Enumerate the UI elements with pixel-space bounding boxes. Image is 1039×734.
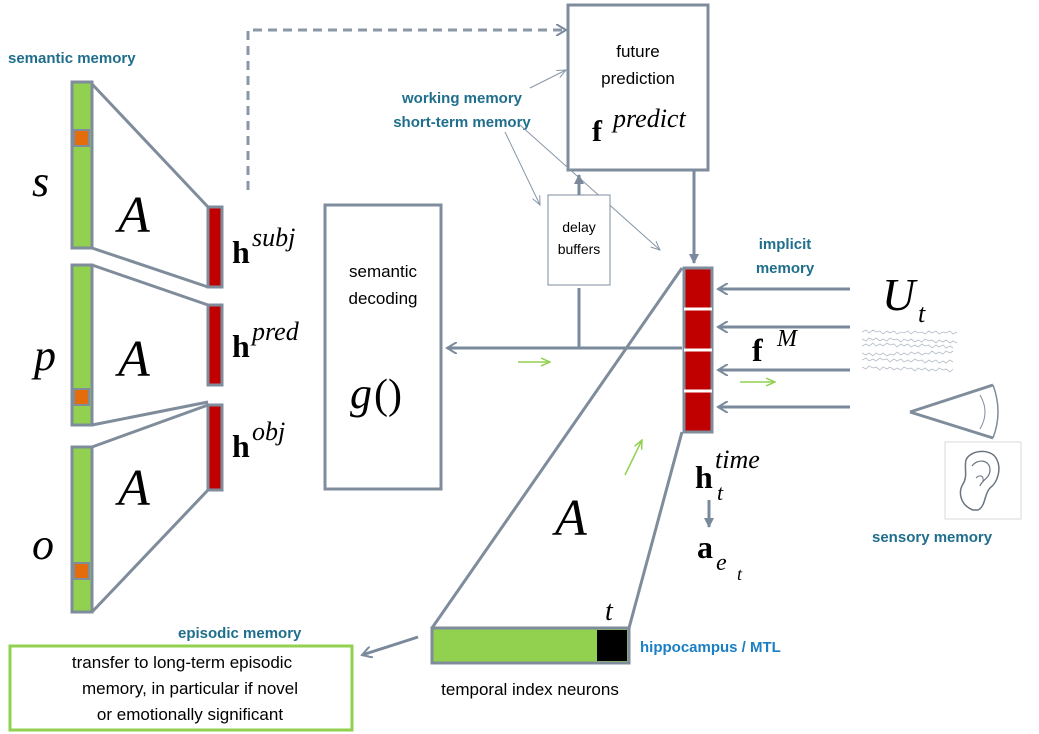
subject-index-marker xyxy=(73,129,90,147)
episodic-transfer-box xyxy=(8,644,354,732)
p-symbol: p xyxy=(31,331,56,380)
svg-text:time: time xyxy=(715,445,760,474)
A-predicate-symbol: A xyxy=(115,331,150,388)
sensory-input-arrows xyxy=(718,289,850,407)
A-subject-symbol: A xyxy=(115,187,150,244)
svg-text:obj: obj xyxy=(252,417,285,446)
semantic-decoding-line2: decoding xyxy=(348,289,417,308)
svg-text:subj: subj xyxy=(252,223,295,252)
f-M-label: f M xyxy=(752,326,799,368)
subject-embedding-bar xyxy=(70,80,94,250)
semantic-memory-label: semantic memory xyxy=(8,50,136,67)
future-prediction-line1: future xyxy=(616,42,659,61)
svg-text:g: g xyxy=(350,369,372,418)
svg-text:M: M xyxy=(776,326,799,352)
sensory-memory-label: sensory memory xyxy=(872,529,993,546)
delay-buffers-box xyxy=(547,194,611,286)
svg-text:(): () xyxy=(374,372,402,418)
eye-icon xyxy=(909,383,999,440)
transfer-text-line2: memory, in particular if novel xyxy=(82,679,298,698)
h-t-time-label: h time t xyxy=(695,445,760,505)
svg-text:predict: predict xyxy=(611,104,686,133)
t-index-label: t xyxy=(605,596,614,627)
temporal-index-bar xyxy=(430,626,631,665)
svg-text:pred: pred xyxy=(250,317,300,346)
dashed-arrow-to-prediction xyxy=(246,30,566,190)
svg-text:t: t xyxy=(737,564,743,584)
f-predict-label: f predict xyxy=(592,104,686,148)
working-memory-label: working memory xyxy=(401,90,523,107)
svg-text:a: a xyxy=(697,529,713,565)
transfer-text-line1: transfer to long-term episodic xyxy=(72,653,293,672)
svg-text:t: t xyxy=(717,480,724,505)
h-subj-label: h subj xyxy=(232,223,295,270)
h-pred-label: h pred xyxy=(232,317,300,364)
svg-text:f: f xyxy=(752,332,763,368)
o-symbol: o xyxy=(32,520,54,569)
s-symbol: s xyxy=(32,157,49,206)
mapping-lines xyxy=(90,82,210,614)
svg-text:U: U xyxy=(882,269,918,320)
svg-text:h: h xyxy=(232,428,250,464)
svg-text:t: t xyxy=(918,299,926,328)
future-prediction-line2: prediction xyxy=(601,69,675,88)
svg-text:f: f xyxy=(592,115,603,148)
short-term-memory-label: short-term memory xyxy=(393,114,531,131)
current-time-index-cell xyxy=(597,630,627,661)
svg-text:h: h xyxy=(695,459,713,495)
sensor-signal-waveform xyxy=(861,329,958,373)
A-object-symbol: A xyxy=(115,460,150,517)
A-time-symbol: A xyxy=(552,490,587,547)
object-embedding-bar xyxy=(70,445,94,614)
object-index-marker xyxy=(73,562,90,580)
ear-icon xyxy=(944,441,1022,520)
svg-text:h: h xyxy=(232,328,250,364)
h-obj-label: h obj xyxy=(232,417,285,464)
delay-buffers-line2: buffers xyxy=(558,241,601,257)
temporal-index-label: temporal index neurons xyxy=(441,680,619,699)
svg-text:h: h xyxy=(232,234,250,270)
delay-buffers-line1: delay xyxy=(562,219,595,235)
episodic-memory-label: episodic memory xyxy=(178,625,302,642)
h-obj-bar xyxy=(206,403,224,492)
implicit-memory-line1: implicit xyxy=(759,236,812,253)
future-prediction-box xyxy=(566,3,710,172)
semantic-decoding-box xyxy=(323,203,443,491)
g-function-label: g () xyxy=(350,369,402,418)
time-mapping-lines xyxy=(430,267,684,629)
hippocampus-label: hippocampus / MTL xyxy=(640,639,781,656)
predicate-index-marker xyxy=(73,388,90,406)
working-memory-arrows xyxy=(504,70,660,250)
transfer-text-line3: or emotionally significant xyxy=(97,705,283,724)
implicit-memory-line2: memory xyxy=(756,260,815,277)
h-pred-bar xyxy=(206,303,224,387)
U-t-label: U t xyxy=(882,269,926,328)
svg-text:e: e xyxy=(716,550,727,576)
arrow-to-episodic-transfer xyxy=(362,635,419,655)
predicate-embedding-bar xyxy=(70,263,94,427)
a-et-label: a e t xyxy=(697,529,743,584)
green-flow-arrow-index xyxy=(624,440,642,476)
semantic-decoding-line1: semantic xyxy=(349,262,418,281)
h-subj-bar xyxy=(206,205,224,289)
